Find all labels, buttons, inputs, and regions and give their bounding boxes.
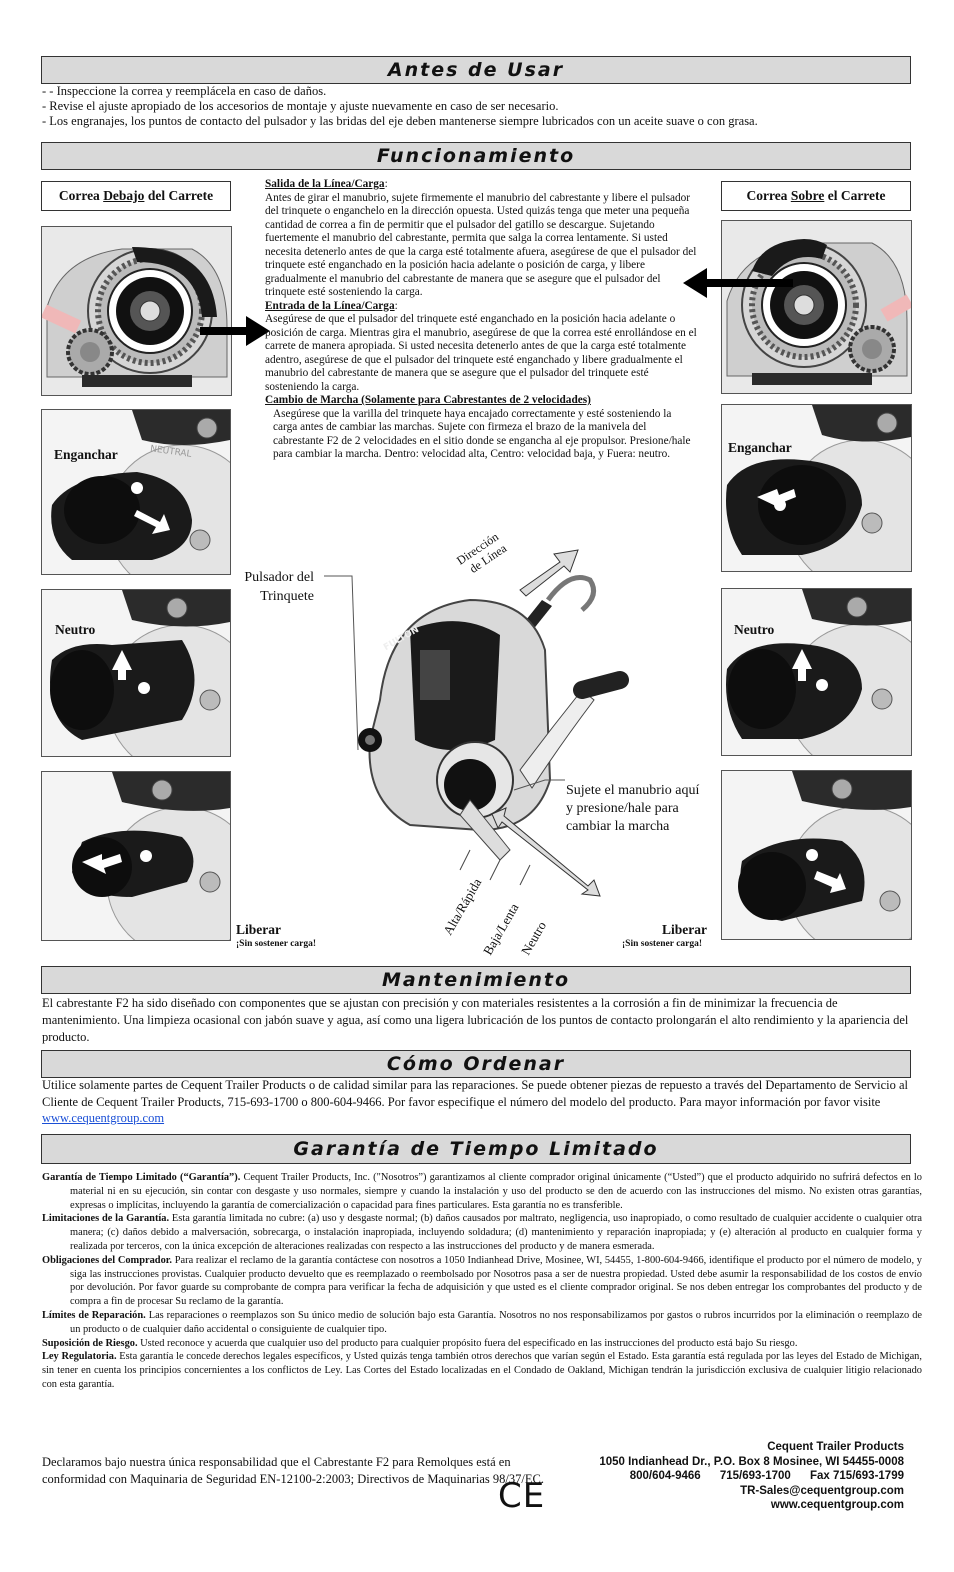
salida-heading: Salida de la Línea/Carga: [265, 178, 385, 190]
neutral-label-left: Neutro: [55, 622, 96, 637]
ce-mark-icon: CE: [498, 1476, 546, 1516]
company-web[interactable]: www.cequentgroup.com: [770, 1499, 904, 1511]
ordenar-text: Utilice solamente partes de Cequent Trai…: [42, 1078, 909, 1125]
warranty-terms: Garantía de Tiempo Limitado (“Garantía”)…: [42, 1171, 922, 1392]
warranty-item: Límites de Reparación. Las reparaciones …: [42, 1309, 922, 1335]
company-address: 1050 Indianhead Dr., P.O. Box 8 Mosinee,…: [599, 1455, 904, 1468]
no-load-warning-right: ¡Sin sostener carga!: [622, 939, 703, 949]
antes-item: - Los engranajes, los puntos de contacto…: [42, 114, 758, 128]
cambio-text: Asegúrese que la varilla del trinquete h…: [273, 407, 691, 461]
strap-over-label: Correa Sobre el Carrete: [721, 181, 911, 211]
mantenimiento-text: El cabrestante F2 ha sido diseñado con c…: [42, 996, 909, 1044]
pawl-neutral-photo-left: [41, 589, 231, 757]
engage-label-left: Enganchar: [54, 447, 118, 462]
company-phones: 800/604-9466 715/693-1700 Fax 715/693-17…: [629, 1470, 904, 1482]
company-contact: Cequent Trailer Products 1050 Indianhead…: [544, 1440, 904, 1513]
company-email[interactable]: TR-Sales@cequentgroup.com: [740, 1484, 904, 1497]
strap-under-label: Correa Debajo del Carrete: [41, 181, 231, 211]
warranty-item: Garantía de Tiempo Limitado (“Garantía”)…: [42, 1172, 922, 1211]
engage-label-right: Enganchar: [728, 440, 792, 455]
pawl-neutral-photo-right: [721, 588, 912, 756]
reel-under-photo: [41, 226, 232, 396]
section-heading-antes: Antes de Usar: [41, 56, 911, 84]
section-heading-garantia: Garantía de Tiempo Limitado: [41, 1134, 911, 1164]
arrow-right-icon: [200, 316, 270, 346]
warranty-item: Suposición de Riesgo. Usted reconoce y a…: [42, 1337, 798, 1349]
section-heading-ordenar: Cómo Ordenar: [41, 1050, 911, 1078]
release-label-right: Liberar: [662, 922, 707, 937]
no-load-warning-left: ¡Sin sostener carga!: [236, 939, 317, 949]
reel-over-photo: [721, 220, 912, 394]
conformity-declaration: Declaramos bajo nuestra única responsabi…: [42, 1455, 544, 1486]
warranty-item: Limitaciones de la Garantía. Esta garant…: [42, 1213, 922, 1252]
company-name: Cequent Trailer Products: [767, 1441, 904, 1453]
section-heading-mantenimiento: Mantenimiento: [41, 966, 911, 994]
antes-item: - - Inspeccione la correa y reemplácela …: [42, 84, 327, 98]
release-label-left: Liberar: [236, 922, 281, 937]
arrow-left-icon: [683, 268, 793, 298]
website-link[interactable]: www.cequentgroup.com: [42, 1111, 165, 1125]
winch-illustration: [324, 575, 629, 897]
pawl-release-photo-left: [41, 771, 231, 941]
entrada-text: Asegúrese de que el pulsador del trinque…: [265, 313, 697, 393]
section-heading-funcionamiento: Funcionamiento: [41, 142, 911, 170]
antes-list: - - Inspeccione la correa y reemplácela …: [42, 84, 922, 129]
warranty-item: Ley Regulatoria. Esta garantía le conced…: [42, 1351, 922, 1390]
pawl-engage-photo-right: [721, 404, 912, 572]
neutral-label-right: Neutro: [734, 622, 775, 637]
operation-instructions: Salida de la Línea/Carga: Antes de girar…: [265, 178, 697, 461]
antes-item: - Revise el ajuste apropiado de los acce…: [42, 99, 559, 113]
pawl-engage-photo-left: [41, 409, 231, 575]
entrada-heading: Entrada de la Línea/Carga: [265, 299, 395, 312]
pulsador-callout: Pulsador del Trinquete: [244, 570, 314, 604]
salida-text: Antes de girar el manubrio, sujete firme…: [265, 191, 697, 299]
cambio-heading: Cambio de Marcha (Solamente para Cabrest…: [265, 394, 591, 406]
pawl-release-photo-right: [721, 770, 912, 940]
handle-callout: Sujete el manubrio aquí y presione/hale …: [566, 783, 700, 834]
warranty-item: Obligaciones del Comprador. Para realiza…: [42, 1254, 922, 1308]
line-direction-arrow-icon: [519, 549, 579, 597]
